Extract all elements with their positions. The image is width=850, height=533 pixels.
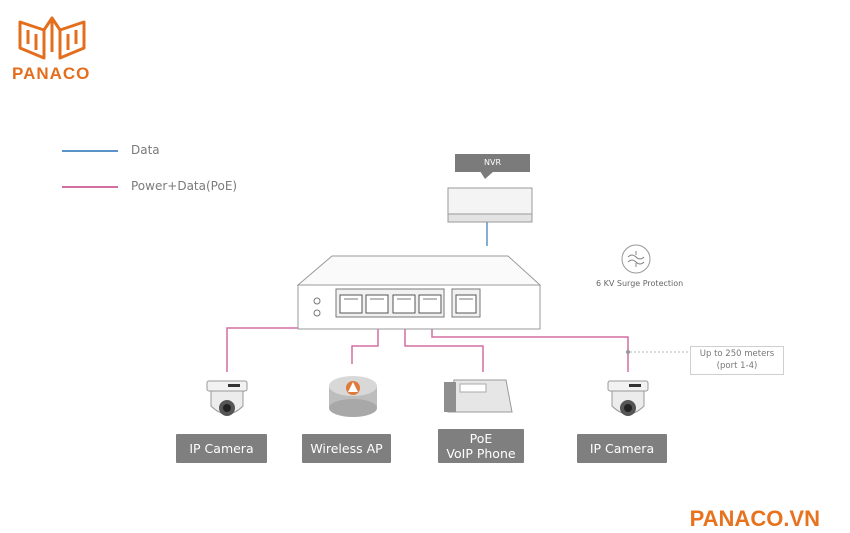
voip-phone-icon [444, 379, 513, 413]
distance-line-2: (port 1-4) [716, 361, 758, 371]
panaco-logo-icon [18, 16, 86, 60]
distance-line-1: Up to 250 meters [699, 349, 775, 359]
legend-poe-label: Power+Data(PoE) [131, 179, 238, 193]
voip-phone-label-line2: VoIP Phone [446, 446, 516, 461]
poe-switch [296, 255, 542, 330]
voip-phone-label: PoE VoIP Phone [438, 429, 524, 463]
legend-data-label: Data [131, 143, 160, 157]
panaco-website-text: PANACO.VN [689, 506, 820, 531]
ip-camera-left-label: IP Camera [176, 434, 267, 463]
distance-note: Up to 250 meters (port 1-4) [690, 346, 784, 375]
wireless-ap-label: Wireless AP [302, 434, 391, 463]
nvr-device [447, 187, 533, 223]
legend-poe-line [62, 186, 118, 188]
voip-phone-label-line1: PoE [469, 431, 493, 446]
wireless-ap-icon [329, 376, 377, 417]
ip-camera-left-icon [206, 380, 248, 416]
panaco-logo-text: PANACO [12, 64, 91, 83]
surge-shield-icon [621, 244, 651, 274]
ip-camera-right-label: IP Camera [577, 434, 667, 463]
nvr-tag: NVR [455, 154, 530, 172]
legend-data-line [62, 150, 118, 152]
ip-camera-right-icon [607, 380, 649, 416]
nvr-tag-pointer [480, 171, 494, 179]
surge-protection-label: 6 KV Surge Protection [596, 279, 684, 288]
